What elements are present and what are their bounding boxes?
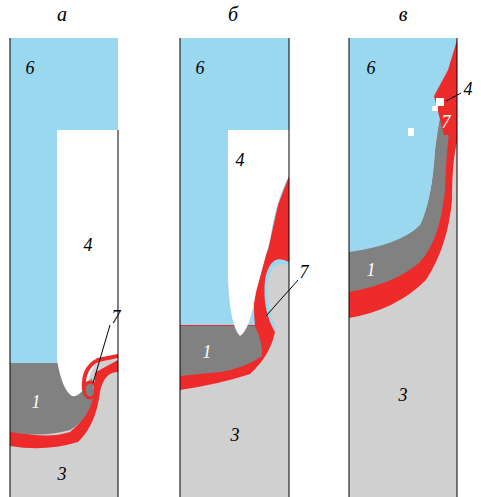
region-number: 6 xyxy=(26,59,35,77)
region-number: 1 xyxy=(32,393,41,411)
panel-c xyxy=(349,38,461,497)
region-number: 6 xyxy=(196,59,205,77)
panel-letter: б xyxy=(228,4,238,24)
callout-number: 4 xyxy=(464,80,473,98)
region-number: 1 xyxy=(203,343,212,361)
panel-a xyxy=(10,38,118,497)
panel-letter: в xyxy=(399,4,408,24)
region-number: 3 xyxy=(399,386,408,404)
region-number: 3 xyxy=(231,426,240,444)
region-number: 6 xyxy=(367,59,376,77)
callout-number: 7 xyxy=(112,308,121,326)
region-number: 1 xyxy=(367,261,376,279)
region-number: 4 xyxy=(84,236,93,254)
region-number: 4 xyxy=(236,151,245,169)
panel-letter: а xyxy=(57,4,67,24)
panel-b xyxy=(180,38,298,497)
callout-number: 7 xyxy=(442,113,451,131)
region-number: 3 xyxy=(58,465,67,483)
callout-number: 7 xyxy=(300,263,309,281)
